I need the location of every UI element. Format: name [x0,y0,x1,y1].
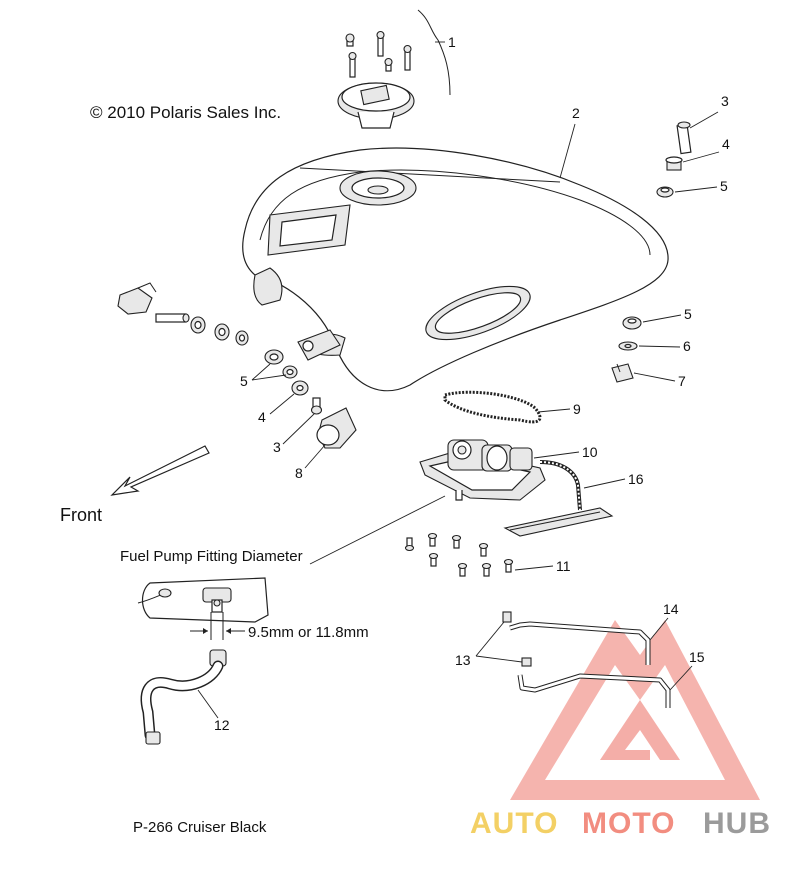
callout-1: 1 [448,34,456,50]
fuel-line [140,649,227,745]
logo-word-hub: HUB [703,807,771,840]
left-grommet [264,349,284,365]
front-direction-arrow [110,445,210,496]
tank-mount-tab [297,329,341,361]
callout-6: 6 [683,338,691,354]
lower-washer [618,341,638,351]
front-mount-spacers [190,316,249,346]
callout-14: 14 [663,601,679,617]
callout-15: 15 [689,649,705,665]
left-bolt [310,397,323,415]
callout-7: 7 [678,373,686,389]
callout-5-top: 5 [720,178,728,194]
rear-mount-bushing [665,156,683,171]
callout-4-top: 4 [722,136,730,152]
pump-screws [404,532,514,577]
callout-3-left: 3 [273,439,281,455]
fitting-title: Fuel Pump Fitting Diameter [120,548,303,565]
callout-4-left: 4 [258,409,266,425]
pump-gasket [443,390,542,424]
logo-word-auto: AUTO [470,807,558,840]
callout-5-left: 5 [240,373,248,389]
fuel-pump [419,439,546,501]
callout-3-top: 3 [721,93,729,109]
logo-word-moto: MOTO [582,807,675,840]
fitting-inset-plate [137,577,269,640]
page-reference: P-266 Cruiser Black [133,819,267,836]
mount-cover [316,407,357,449]
fuel-cap-assembly [337,9,451,129]
copyright-text: © 2010 Polaris Sales Inc. [90,103,281,122]
lower-clip [611,363,634,383]
diameter-label: 9.5mm or 11.8mm [248,624,369,641]
front-mount-bracket [117,282,157,315]
front-label: Front [60,505,102,525]
callout-2: 2 [572,105,580,121]
left-grommet-small [282,365,298,379]
callout-8: 8 [295,465,303,481]
lower-grommet [622,316,642,330]
callout-11: 11 [556,558,571,574]
fuel-level-sender [503,460,614,537]
automotohub-logo: AUTO MOTO HUB [470,620,771,840]
left-washer [291,380,309,396]
callout-13: 13 [455,652,471,668]
vent-hose-upper [502,611,651,665]
callout-9: 9 [573,401,581,417]
front-mount-pin [155,313,190,323]
callout-5-right: 5 [684,306,692,322]
cap-screw [345,30,412,78]
callout-12: 12 [214,717,230,733]
callout-16: 16 [628,471,644,487]
callout-10: 10 [582,444,598,460]
rear-mount-bolt [676,121,692,155]
rear-mount-grommet [656,186,674,198]
